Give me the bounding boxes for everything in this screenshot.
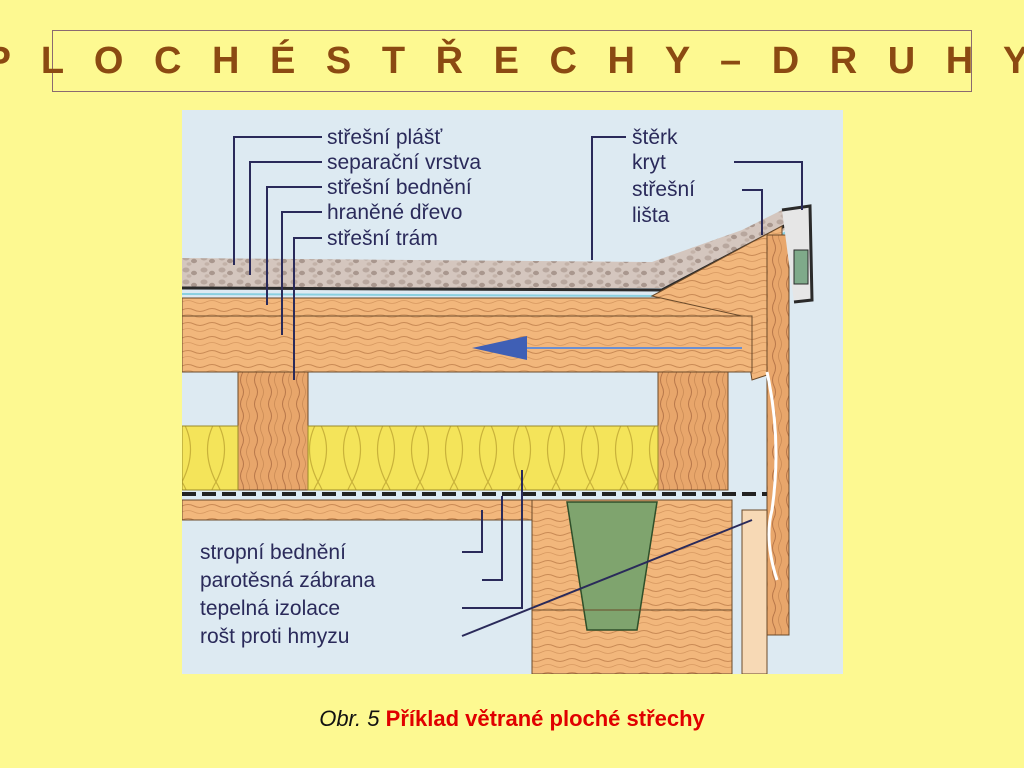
label-insect-grill: rošt proti hmyzu: [200, 625, 349, 648]
thermal-insulation-left: [182, 425, 239, 491]
roof-diagram: střešní plášť separační vrstva střešní b…: [182, 110, 843, 674]
label-thermal-insulation: tepelná izolace: [200, 597, 340, 620]
caption-text: Příklad větrané ploché střechy: [385, 706, 705, 731]
ceiling-boarding: [182, 499, 533, 521]
leader-lines-top-left: [233, 136, 322, 380]
label-vapour-barrier: parotěsná zábrana: [200, 569, 375, 592]
label-roof: střešní: [632, 178, 695, 201]
label-roof-boarding: střešní bednění: [327, 176, 472, 199]
fascia-board: [766, 234, 790, 636]
airflow-arrow: [472, 336, 742, 360]
figure-caption: Obr. 5 Příklad větrané ploché střechy: [0, 706, 1024, 732]
wall-insulation: [566, 501, 658, 631]
rafter-right: [657, 371, 729, 491]
label-roof-cladding: střešní plášť: [327, 126, 443, 149]
label-strip: lišta: [632, 204, 670, 227]
caption-prefix: Obr. 5: [319, 706, 380, 731]
thermal-insulation: [307, 425, 659, 491]
label-roof-beam: střešní trám: [327, 227, 438, 250]
page-title: P L O C H É S T Ř E C H Y – D R U H Y: [0, 39, 1024, 82]
title-box: P L O C H É S T Ř E C H Y – D R U H Y: [0, 30, 1024, 92]
label-cover: kryt: [632, 151, 666, 174]
label-separation-layer: separační vrstva: [327, 151, 481, 174]
leader-lines-top-right: [591, 136, 803, 260]
label-gravel: štěrk: [632, 126, 678, 149]
label-ceiling-boarding: stropní bednění: [200, 541, 346, 564]
insect-grill: [765, 371, 779, 581]
gravel-layer: [182, 206, 802, 288]
rafter-left: [237, 371, 309, 491]
leader-lines-bottom: [461, 470, 753, 637]
squared-timber: [182, 315, 753, 373]
label-squared-timber: hraněné dřevo: [327, 201, 462, 224]
